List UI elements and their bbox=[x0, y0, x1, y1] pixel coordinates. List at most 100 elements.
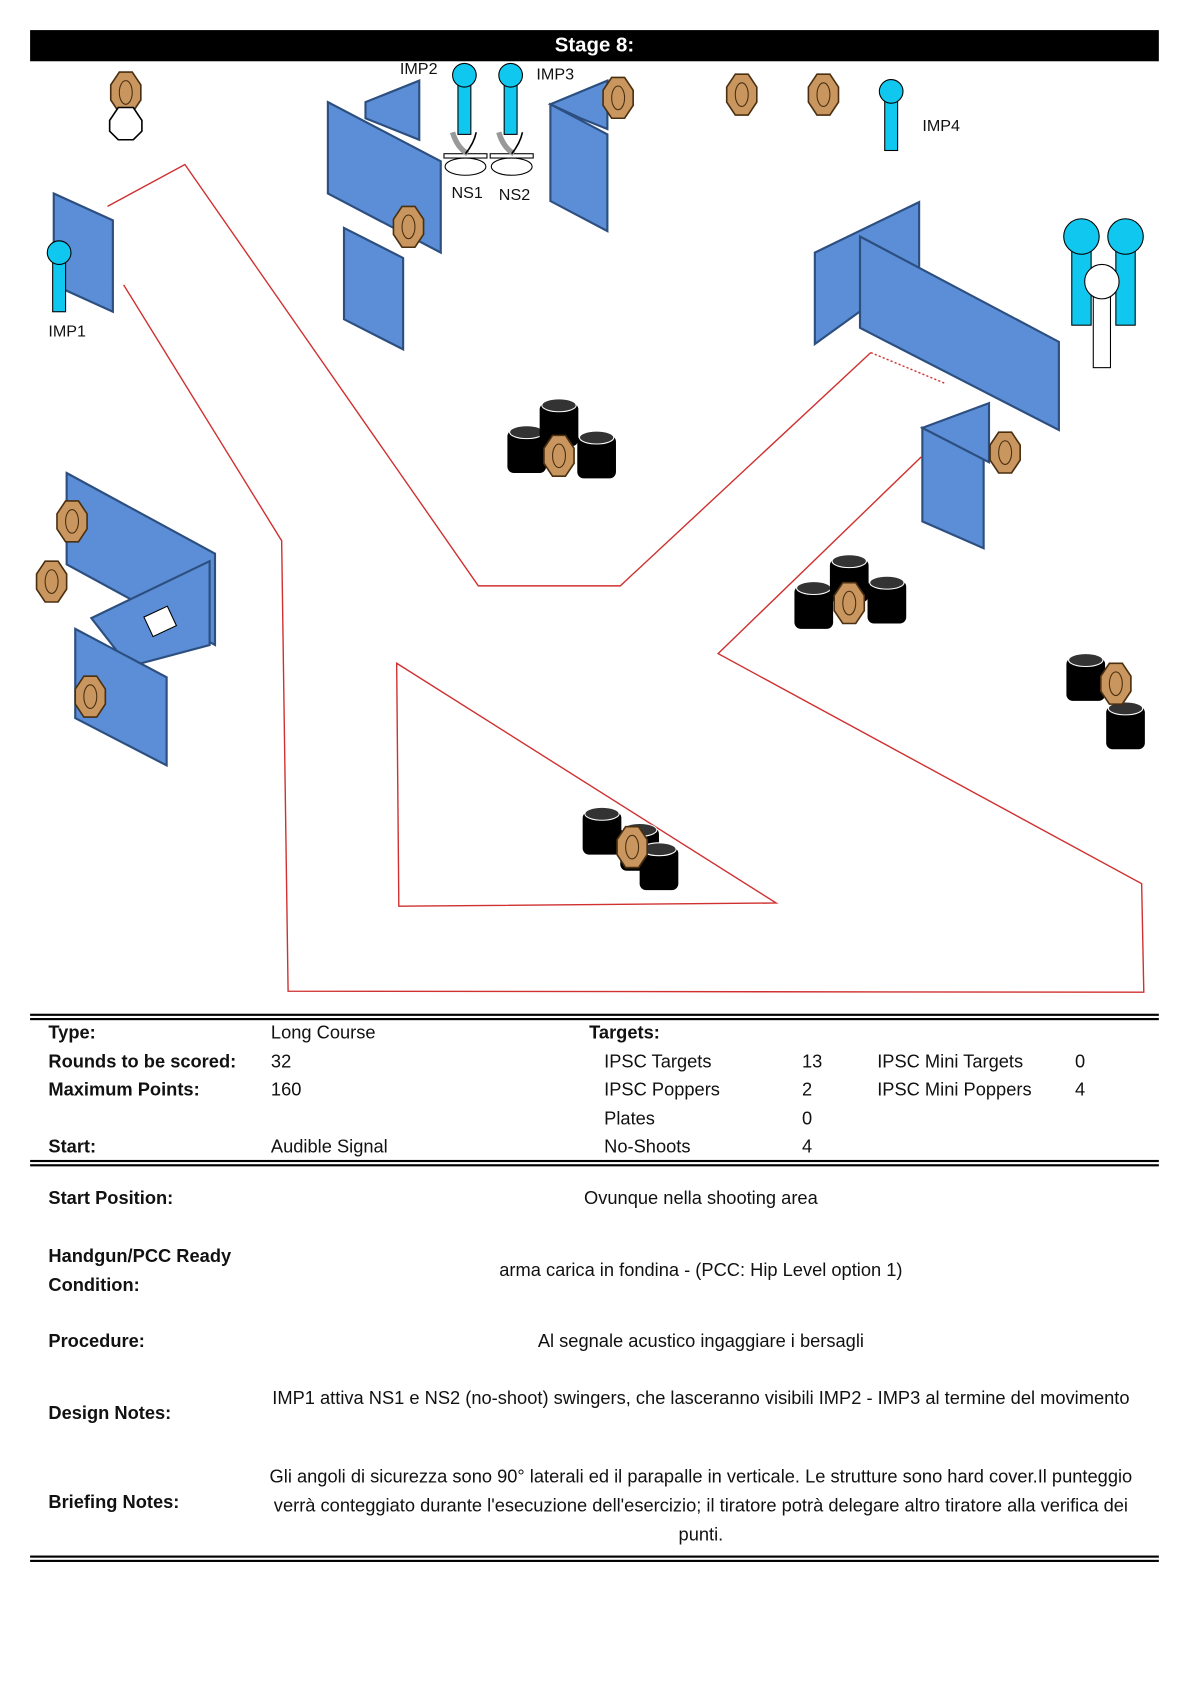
target-icon bbox=[543, 434, 575, 478]
fault-line-triangle bbox=[395, 661, 779, 907]
popper-head bbox=[1063, 218, 1100, 255]
target-count-value: 0 bbox=[801, 1108, 813, 1129]
barrel-top bbox=[584, 806, 620, 821]
rounds-label: Rounds to be scored: bbox=[48, 1051, 237, 1072]
target-icon bbox=[725, 73, 758, 116]
target-icon bbox=[833, 581, 866, 625]
label-imp3: IMP3 bbox=[536, 65, 575, 84]
swing-arrow-icon bbox=[464, 132, 478, 155]
target-zone bbox=[842, 590, 857, 616]
target-count-value: 13 bbox=[801, 1051, 823, 1072]
target-zone bbox=[401, 214, 416, 240]
briefing-notes-value: Gli angoli di sicurezza sono 90° lateral… bbox=[269, 1466, 1133, 1545]
barrel-icon bbox=[582, 811, 622, 855]
barrel-top bbox=[578, 430, 615, 445]
barrel-icon bbox=[1066, 657, 1106, 701]
popper-head bbox=[498, 62, 523, 88]
label-imp2: IMP2 bbox=[399, 60, 438, 79]
popper-icon bbox=[884, 96, 899, 152]
start-value: Audible Signal bbox=[270, 1136, 388, 1157]
target-count-value: 4 bbox=[1075, 1079, 1086, 1100]
swinger-no-shoot-icon bbox=[444, 157, 487, 176]
ready-condition-value: arma carica in fondina - (PCC: Hip Level… bbox=[499, 1259, 903, 1281]
target-count-label: IPSC Poppers bbox=[604, 1079, 720, 1100]
briefing-notes-label: Briefing Notes: bbox=[48, 1492, 180, 1513]
target-icon bbox=[616, 825, 648, 869]
barrel-top bbox=[1107, 701, 1144, 716]
target-icon bbox=[807, 73, 840, 116]
swing-arrow-icon bbox=[449, 131, 470, 157]
barrel-icon bbox=[794, 585, 834, 629]
popper-icon bbox=[52, 257, 67, 313]
target-zone bbox=[44, 569, 59, 594]
swing-arrow-icon bbox=[496, 131, 516, 157]
divider bbox=[30, 1159, 1159, 1167]
targets-label: Targets: bbox=[589, 1022, 660, 1043]
popper-icon bbox=[503, 80, 518, 135]
target-count-label: IPSC Mini Targets bbox=[877, 1051, 1024, 1072]
type-label: Type: bbox=[48, 1022, 96, 1043]
barrel-top bbox=[869, 575, 905, 590]
procedure-label: Procedure: bbox=[48, 1330, 145, 1352]
target-zone bbox=[734, 82, 749, 107]
swinger-no-shoot-icon bbox=[490, 157, 533, 176]
stage-title: Stage 8: bbox=[30, 30, 1159, 62]
target-count-value: 0 bbox=[1075, 1051, 1086, 1072]
type-value: Long Course bbox=[270, 1022, 376, 1043]
fault-line-outer bbox=[107, 163, 872, 587]
barrel-top bbox=[541, 398, 577, 413]
target-zone bbox=[65, 509, 80, 534]
wall-icon bbox=[547, 79, 609, 131]
barrel-icon bbox=[507, 430, 547, 474]
wall-icon bbox=[342, 226, 405, 352]
barrel-top bbox=[509, 425, 545, 440]
target-icon bbox=[392, 205, 425, 249]
popper-head bbox=[452, 62, 477, 88]
target-zone bbox=[625, 834, 640, 860]
target-count-label: Plates bbox=[604, 1108, 655, 1129]
barrel-icon bbox=[577, 435, 616, 479]
target-icon bbox=[989, 431, 1021, 474]
barrel-top bbox=[1068, 653, 1104, 668]
target-count-label: IPSC Mini Poppers bbox=[877, 1079, 1032, 1100]
design-notes-label: Design Notes: bbox=[48, 1402, 172, 1424]
divider bbox=[30, 1013, 1159, 1021]
label-imp4: IMP4 bbox=[922, 117, 960, 136]
start-position-label: Start Position: bbox=[48, 1187, 174, 1209]
barrel-icon bbox=[1106, 706, 1145, 750]
barrel-top bbox=[796, 581, 832, 596]
label-imp1: IMP1 bbox=[48, 322, 87, 341]
stage-diagram bbox=[35, 62, 1145, 993]
popper-head bbox=[46, 240, 72, 265]
wall-icon bbox=[919, 401, 991, 465]
max-points-label: Maximum Points: bbox=[48, 1079, 200, 1100]
target-icon bbox=[602, 76, 634, 120]
target-count-value: 4 bbox=[801, 1136, 813, 1157]
design-notes-value: IMP1 attiva NS1 e NS2 (no-shoot) swinger… bbox=[272, 1387, 1130, 1409]
barrel-icon bbox=[867, 580, 907, 624]
label-ns2: NS2 bbox=[498, 185, 531, 205]
target-zone bbox=[118, 80, 133, 105]
target-count-label: IPSC Targets bbox=[604, 1051, 712, 1072]
target-zone bbox=[1108, 671, 1123, 697]
barrel-icon bbox=[639, 847, 679, 891]
start-label: Start: bbox=[48, 1136, 97, 1157]
wall-icon bbox=[549, 102, 609, 233]
barrel-icon bbox=[539, 403, 579, 447]
divider bbox=[30, 1555, 1159, 1562]
fault-lines bbox=[107, 163, 1145, 993]
wall-icon bbox=[858, 234, 1060, 432]
ready-condition-label: Handgun/PCC Ready Condition: bbox=[48, 1245, 232, 1296]
popper-head bbox=[1107, 218, 1144, 255]
target-zone bbox=[816, 82, 831, 107]
no-shoot-icon bbox=[108, 106, 143, 141]
target-zone bbox=[998, 440, 1013, 465]
popper-head bbox=[878, 79, 904, 104]
target-icon bbox=[1099, 662, 1132, 705]
target-count-value: 2 bbox=[801, 1079, 813, 1100]
target-zone bbox=[611, 85, 626, 111]
target-count-label: No-Shoots bbox=[604, 1136, 691, 1157]
fault-line-right bbox=[123, 284, 1145, 993]
target-icon bbox=[56, 500, 88, 543]
